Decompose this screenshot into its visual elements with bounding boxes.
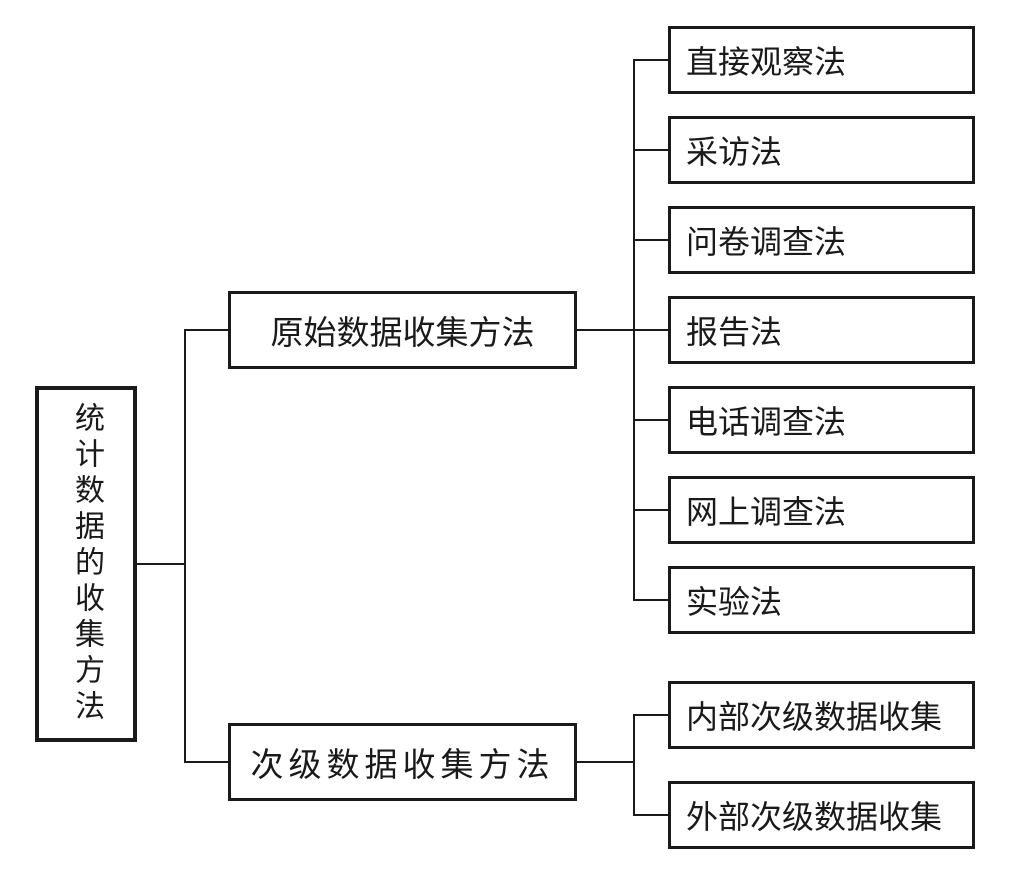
- root-node-label: 统计数据的收集方法: [70, 402, 103, 726]
- leaf-node-telephone-survey: 电话调查法: [668, 386, 975, 454]
- leaf-node-online-survey: 网上调查法: [668, 476, 975, 544]
- leaf-node-interview: 采访法: [668, 116, 975, 184]
- leaf-node-direct-observation: 直接观察法: [668, 26, 975, 94]
- leaf-node-internal-secondary-data: 内部次级数据收集: [668, 681, 975, 749]
- leaf-node-experiment: 实验法: [668, 566, 975, 634]
- branch-node-secondary: 次级数据收集方法: [228, 723, 577, 801]
- leaf-node-report: 报告法: [668, 296, 975, 364]
- branch-node-primary: 原始数据收集方法: [228, 291, 577, 369]
- leaf-node-external-secondary-data: 外部次级数据收集: [668, 781, 975, 849]
- leaf-node-questionnaire-survey: 问卷调查法: [668, 206, 975, 274]
- root-node: 统计数据的收集方法: [35, 386, 137, 742]
